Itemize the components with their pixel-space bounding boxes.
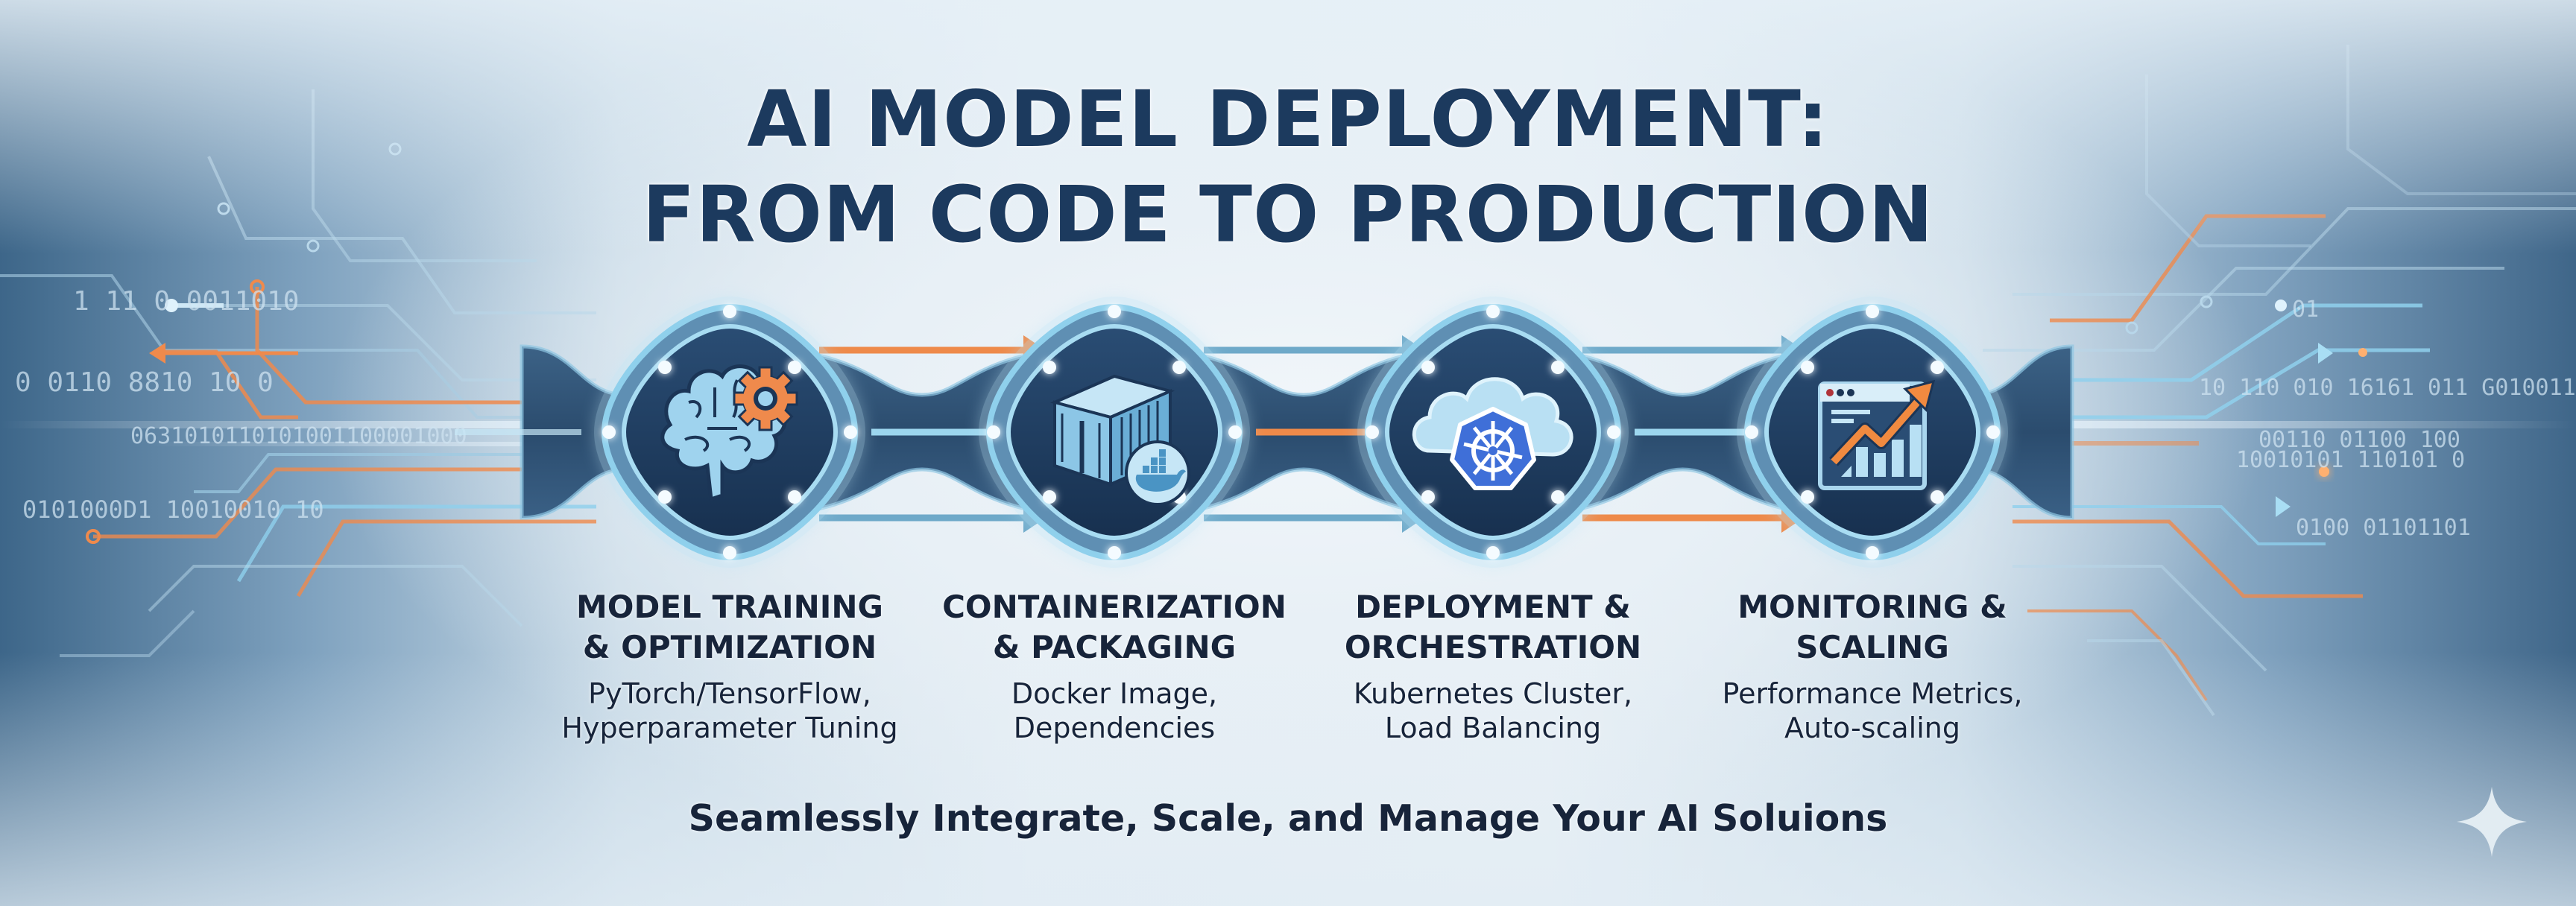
stage-detail-line: Kubernetes Cluster, xyxy=(1353,677,1633,710)
title-line-2: FROM CODE TO PRODUCTION xyxy=(642,169,1934,260)
node-light-dot xyxy=(1801,361,1814,374)
stage-detail: Kubernetes Cluster, Load Balancing xyxy=(1299,677,1687,745)
binary-code-right: 01 10 110 010 16161 011 G010011 00110 01… xyxy=(2199,297,2576,541)
binary-text: 0 0110 8810 10 0 xyxy=(15,367,274,398)
stage-heading: MONITORING & SCALING xyxy=(1679,587,2066,668)
node-light-dot xyxy=(1366,425,1379,439)
node-light-dot xyxy=(1866,305,1879,318)
node-light-dot xyxy=(788,490,801,504)
title-line-1: AI MODEL DEPLOYMENT: xyxy=(747,74,1829,165)
node-light-dot xyxy=(1421,361,1435,374)
tagline: Seamlessly Integrate, Scale, and Manage … xyxy=(688,797,1888,840)
stage-label-deployment: DEPLOYMENT & ORCHESTRATION Kubernetes Cl… xyxy=(1299,587,1687,745)
binary-text: 1 11 0 0011010 xyxy=(73,286,299,317)
stage-detail-line: Docker Image, xyxy=(1011,677,1218,710)
node-light-dot xyxy=(1172,361,1186,374)
light-streak xyxy=(0,421,596,428)
trend-arrow-icon xyxy=(1829,379,1936,466)
node-light-dot xyxy=(1108,305,1121,318)
node-light-dot xyxy=(1986,425,2000,439)
node-light-dot xyxy=(1931,361,1944,374)
node-light-dot xyxy=(1866,546,1879,560)
binary-text: 01 xyxy=(2292,297,2319,323)
left-orange-arrow xyxy=(149,343,298,364)
stage-detail: PyTorch/TensorFlow, Hyperparameter Tunin… xyxy=(536,677,924,745)
node-light-dot xyxy=(1043,361,1056,374)
node-light-dot xyxy=(788,361,801,374)
bar-chart-icon xyxy=(1841,425,1922,477)
stage-heading-line: MODEL TRAINING xyxy=(576,589,883,625)
node-light-dot xyxy=(1607,425,1620,439)
gear-icon xyxy=(733,366,798,431)
brain-gear-icon xyxy=(660,364,798,502)
node-light-dot xyxy=(658,490,672,504)
node-light-dot xyxy=(1931,490,1944,504)
node-light-dot xyxy=(1108,546,1121,560)
stage-heading-line: MONITORING & xyxy=(1737,589,2007,625)
binary-text: 0101000D1 10010010 10 xyxy=(22,495,324,524)
node-light-dot xyxy=(1228,425,1242,439)
stage-heading: DEPLOYMENT & ORCHESTRATION xyxy=(1299,587,1687,668)
stage-heading: CONTAINERIZATION & PACKAGING xyxy=(921,587,1308,668)
stage-detail: Performance Metrics, Auto-scaling xyxy=(1679,677,2066,745)
stage-heading-line: SCALING xyxy=(1796,629,1949,665)
node-light-dot xyxy=(658,361,672,374)
light-streak xyxy=(1975,421,2576,428)
kubernetes-icon xyxy=(1450,407,1536,490)
node-light-dot xyxy=(844,425,857,439)
page-title: AI MODEL DEPLOYMENT: FROM CODE TO PRODUC… xyxy=(0,72,2576,262)
docker-whale-icon xyxy=(1125,440,1190,506)
stage-label-containerization: CONTAINERIZATION & PACKAGING Docker Imag… xyxy=(921,587,1308,745)
stage-label-monitoring: MONITORING & SCALING Performance Metrics… xyxy=(1679,587,2066,745)
node-light-dot xyxy=(1551,490,1565,504)
node-light-dot xyxy=(602,425,616,439)
stage-label-training: MODEL TRAINING & OPTIMIZATION PyTorch/Te… xyxy=(536,587,924,745)
binary-text: 0100 01101101 xyxy=(2296,515,2471,541)
sparkle-icon xyxy=(2457,787,2527,857)
node-light-dot xyxy=(1551,361,1565,374)
node-light-dot xyxy=(1043,490,1056,504)
stage-heading-line: ORCHESTRATION xyxy=(1344,629,1642,665)
stage-detail-line: Dependencies xyxy=(1013,712,1216,744)
light-streak xyxy=(1975,441,2199,446)
node-light-dot xyxy=(1421,490,1435,504)
node-light-dot xyxy=(1486,546,1500,560)
node-light-dot xyxy=(1486,305,1500,318)
node-light-dot xyxy=(1745,425,1758,439)
stage-detail-line: Hyperparameter Tuning xyxy=(561,712,898,744)
stage-detail-line: PyTorch/TensorFlow, xyxy=(588,677,871,710)
stage-heading-line: & PACKAGING xyxy=(992,629,1237,665)
stage-detail-line: Performance Metrics, xyxy=(1722,677,2023,710)
docker-container-icon xyxy=(1049,374,1190,506)
stage-detail-line: Load Balancing xyxy=(1384,712,1602,744)
stage-heading-line: CONTAINERIZATION xyxy=(942,589,1287,625)
node-light-dot xyxy=(1801,490,1814,504)
binary-text: 00110 01100 100 xyxy=(2258,427,2460,453)
right-blue-arrows xyxy=(2276,343,2333,517)
node-light-dot xyxy=(723,546,736,560)
kubernetes-cloud-icon xyxy=(1412,377,1573,490)
stage-detail-line: Auto-scaling xyxy=(1784,712,1960,744)
node-light-dot xyxy=(723,305,736,318)
binary-text: 10 110 010 16161 011 G010011 xyxy=(2199,375,2576,401)
node-light-dot xyxy=(987,425,1000,439)
metrics-chart-icon xyxy=(1818,379,1936,490)
stage-heading-line: DEPLOYMENT & xyxy=(1355,589,1631,625)
stage-detail: Docker Image, Dependencies xyxy=(921,677,1308,745)
stage-heading: MODEL TRAINING & OPTIMIZATION xyxy=(536,587,924,668)
light-streak xyxy=(149,442,596,446)
stage-heading-line: & OPTIMIZATION xyxy=(582,629,877,665)
binary-text: 0631010110101001100001000 xyxy=(130,423,467,449)
binary-text: 10010101 110101 0 xyxy=(2236,447,2465,473)
binary-code-left: 1 11 0 0011010 0 0110 8810 10 0 06310101… xyxy=(15,286,467,524)
